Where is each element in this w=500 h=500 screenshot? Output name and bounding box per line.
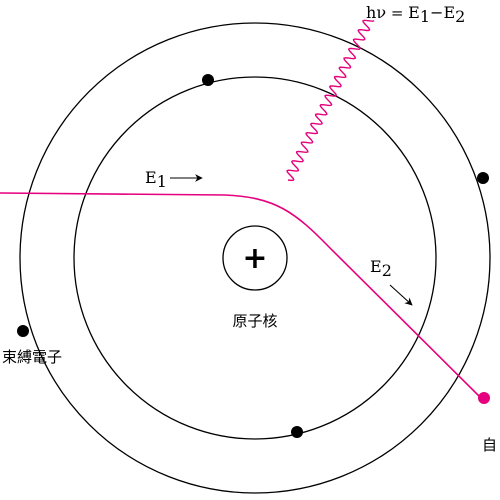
nucleus-label: 原子核: [232, 312, 277, 330]
formula-e2: E: [443, 3, 455, 22]
frequency-nu: ν: [376, 3, 386, 22]
bound-electron-dot: [477, 172, 489, 184]
photon-energy-formula: hν = E1−E2: [366, 3, 465, 26]
formula-e1-sub: 1: [420, 7, 430, 26]
nucleus-plus-sign: +: [242, 241, 267, 276]
minus-sign: −: [430, 3, 443, 22]
bound-electron-dot: [291, 426, 303, 438]
inner-orbit: [73, 76, 437, 440]
nucleus-circle: [222, 225, 288, 291]
energy-e1-label: E1: [145, 168, 167, 191]
outer-orbit: [19, 22, 491, 494]
bound-electron-label: 束縛電子: [2, 348, 62, 366]
formula-e2-sub: 2: [455, 7, 465, 26]
planck-h: h: [366, 3, 376, 22]
free-electron-label: 自: [482, 436, 497, 454]
photon-wave: [286, 19, 375, 182]
energy-e2-label: E2: [370, 257, 392, 280]
energy-e2-arrow: [389, 284, 413, 306]
electron-trajectory: [0, 192, 484, 401]
bound-electron-dot: [17, 325, 29, 337]
formula-e1: E: [408, 3, 420, 22]
free-electron-dot: [478, 392, 490, 404]
equals-sign: =: [386, 4, 408, 22]
bound-electron-dot: [202, 74, 214, 86]
